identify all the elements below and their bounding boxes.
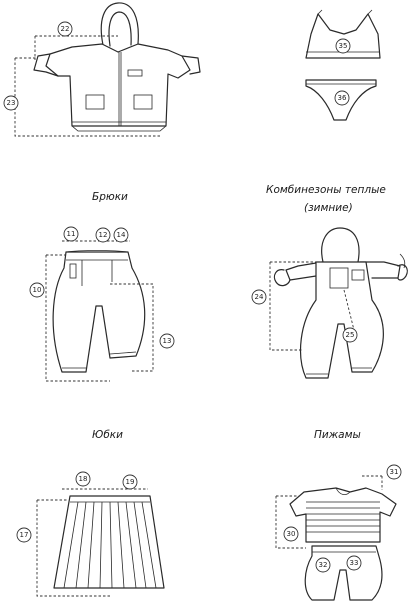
pajama-length-marker — [283, 526, 299, 542]
jacket-dimension-lines — [14, 35, 160, 137]
jacket-shoulder-marker — [57, 21, 73, 37]
jacket-length-marker — [3, 95, 19, 111]
overall-inseam-marker — [342, 327, 358, 343]
overalls-drawing — [273, 227, 408, 379]
pajama-dimension-lines — [275, 475, 383, 549]
pants-side-number: 10 — [33, 286, 42, 294]
skirt-length-number: 17 — [20, 531, 29, 539]
skirt-dimension-lines — [36, 488, 148, 597]
pants-waist-number-c: 14 — [117, 231, 126, 239]
caption-skirts: Юбки — [92, 429, 123, 441]
skirt-waist-number-a: 18 — [79, 475, 88, 483]
overalls-dimension-lines — [269, 261, 355, 351]
pajama-top-number: 31 — [390, 468, 399, 476]
pants-waist-marker-c — [113, 227, 129, 243]
caption-warm-overalls-winter: (зимние) — [304, 202, 353, 214]
skirt-drawing — [53, 495, 165, 589]
pajama-top-drawing — [289, 487, 397, 543]
pajama-leg-marker-a — [315, 557, 331, 573]
pants-waist-marker-b — [95, 227, 111, 243]
skirt-waist-marker-a — [75, 471, 91, 487]
briefs-number: 36 — [338, 94, 347, 102]
caption-warm-overalls: Комбинезоны теплые — [266, 184, 386, 196]
skirt-waist-marker-b — [122, 474, 138, 490]
pajama-length-number: 30 — [287, 530, 296, 538]
pants-drawing — [52, 250, 146, 373]
pants-hip-marker — [159, 333, 175, 349]
jacket-shoulder-number: 22 — [61, 25, 70, 33]
pajama-leg-number-b: 33 — [350, 559, 359, 567]
pajama-top-marker — [386, 464, 402, 480]
pants-hip-number: 13 — [163, 337, 172, 345]
pajama-pants-drawing — [304, 545, 383, 601]
bra-number: 35 — [339, 42, 348, 50]
pajama-leg-marker-b — [346, 555, 362, 571]
pants-waist-number-b: 12 — [99, 231, 108, 239]
skirt-waist-number-b: 19 — [126, 478, 135, 486]
pajama-leg-number-a: 32 — [319, 561, 328, 569]
briefs-marker — [334, 90, 350, 106]
skirt-length-marker — [16, 527, 32, 543]
pants-side-marker — [29, 282, 45, 298]
jacket-length-number: 23 — [7, 99, 16, 107]
overall-length-number: 24 — [255, 293, 264, 301]
caption-pants: Брюки — [92, 191, 128, 203]
jacket-drawing — [33, 2, 201, 132]
overall-inseam-number: 25 — [346, 331, 355, 339]
caption-pajamas: Пижамы — [314, 429, 361, 441]
bra-marker — [335, 38, 351, 54]
pants-waist-marker-a — [63, 226, 79, 242]
pants-waist-number-a: 11 — [67, 230, 76, 238]
overall-length-marker — [251, 289, 267, 305]
